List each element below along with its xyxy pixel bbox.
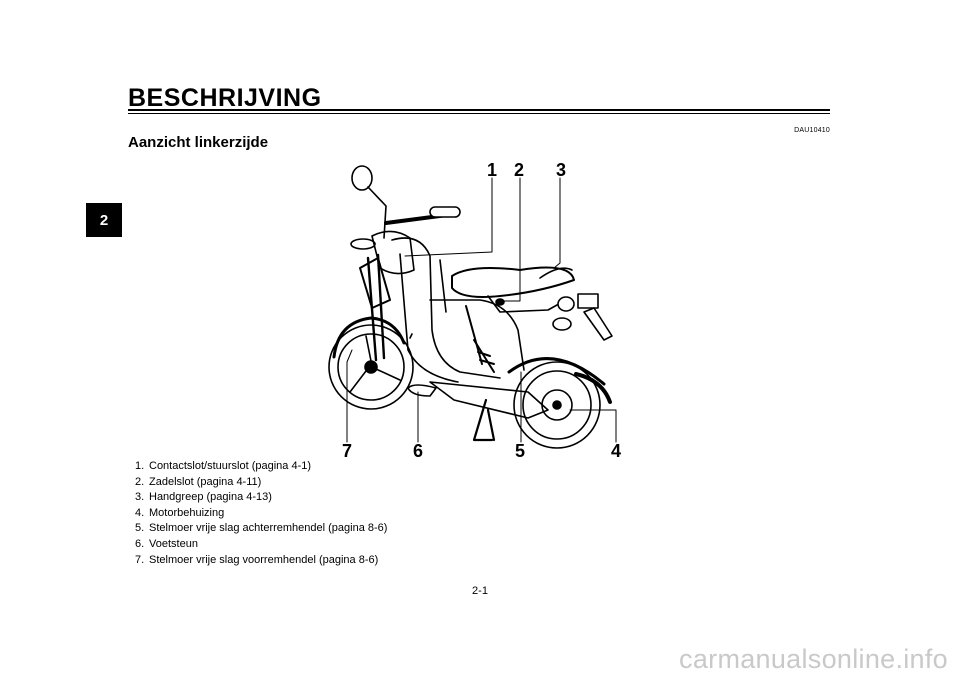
callout-7: 7	[342, 441, 352, 460]
side-stand	[472, 398, 496, 442]
page-title: BESCHRIJVING	[128, 84, 322, 112]
parts-list: 1.Contactslot/stuurslot (pagina 4-1) 2.Z…	[135, 459, 387, 568]
list-item: 6.Voetsteun	[135, 537, 198, 550]
callout-6: 6	[413, 441, 423, 460]
callout-3: 3	[556, 160, 566, 180]
list-item: 1.Contactslot/stuurslot (pagina 4-1)	[135, 460, 312, 472]
leader-lines	[346, 177, 617, 443]
callout-1: 1	[487, 160, 497, 180]
rear-wheel	[507, 357, 606, 449]
scooter-illustration: 1 2 3 4 5 6 7	[328, 160, 621, 460]
list-item: 5.Stelmoer vrije slag achterremhendel (p…	[135, 522, 388, 535]
document-code: DAU10410	[794, 127, 830, 134]
section-subtitle: Aanzicht linkerzijde	[128, 134, 269, 151]
seat	[451, 266, 575, 313]
list-item: 7.Stelmoer vrije slag voorremhendel (pag…	[135, 553, 379, 566]
callout-5: 5	[515, 441, 525, 460]
footrest	[407, 384, 437, 397]
rear-lamp	[552, 293, 613, 341]
callout-2: 2	[514, 160, 524, 180]
front-wheel	[328, 316, 414, 410]
callout-4: 4	[611, 441, 621, 460]
title-rule	[128, 109, 830, 115]
list-item: 2.Zadelslot (pagina 4-11)	[135, 475, 262, 488]
watermark: carmanualsonline.info	[679, 644, 948, 674]
rear-fender	[574, 372, 612, 404]
list-item: 3.Handgreep (pagina 4-13)	[135, 491, 272, 504]
chapter-tab: 2	[86, 203, 122, 237]
handlebar	[350, 165, 461, 275]
page-number: 2-1	[472, 585, 488, 597]
body-frame	[359, 237, 549, 419]
list-item: 4.Motorbehuizing	[135, 506, 225, 519]
